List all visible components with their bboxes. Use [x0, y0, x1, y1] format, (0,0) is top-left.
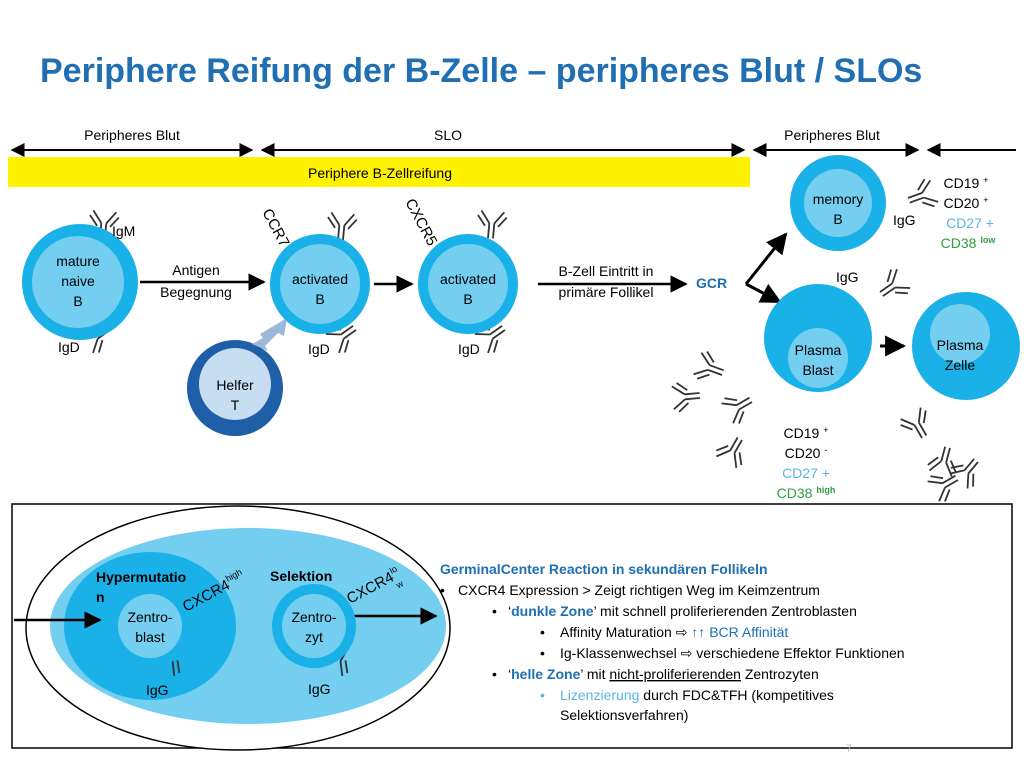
svg-text:Blast: Blast: [802, 362, 833, 378]
label-igm: IgM: [112, 223, 135, 239]
svg-text:•: •: [540, 645, 545, 661]
svg-text:B: B: [73, 293, 82, 309]
svg-text:CD38 low: CD38 low: [941, 235, 997, 251]
svg-text:•: •: [492, 603, 497, 619]
svg-text:n: n: [96, 589, 105, 605]
svg-text:B: B: [463, 291, 472, 307]
svg-text:blast: blast: [135, 629, 165, 645]
svg-text:mature: mature: [56, 253, 100, 269]
banner-label: Periphere B-Zellreifung: [308, 165, 452, 181]
svg-text:Zelle: Zelle: [945, 357, 976, 373]
svg-text:memory: memory: [813, 191, 864, 207]
cell-plasmablast: Plasma Blast IgG: [670, 265, 913, 471]
svg-text:Helfer: Helfer: [216, 377, 254, 393]
arrow-to-plasmablast: [745, 282, 782, 304]
label-igd-3: IgD: [458, 341, 480, 357]
markers-plasma: CD19 + CD20 - CD27 + CD38 high: [777, 425, 836, 501]
gc-text-panel: GerminalCenter Reaction in sekundären Fo…: [440, 561, 905, 723]
svg-text:B: B: [315, 291, 324, 307]
label-igg-memory: IgG: [893, 212, 916, 228]
svg-text:Zentro-: Zentro-: [291, 609, 336, 625]
svg-text:naive: naive: [61, 273, 95, 289]
cell-helfer-t: Helfer T: [187, 340, 283, 436]
label-igd-2: IgD: [308, 341, 330, 357]
svg-text:•: •: [540, 624, 545, 640]
label-igg-zentroblast: IgG: [146, 682, 169, 698]
banner-periphere-b-zellreifung: [8, 157, 750, 187]
gc-sub-1: ‘dunkle Zone’ mit schnell proliferierend…: [508, 603, 857, 619]
svg-text:Selektion: Selektion: [270, 568, 332, 584]
svg-text:CD27 +: CD27 +: [782, 465, 830, 481]
svg-text:activated: activated: [440, 271, 496, 287]
svg-text:•: •: [492, 666, 497, 682]
svg-text:CD19 +: CD19 +: [784, 425, 829, 441]
arrow-to-memory: [744, 232, 788, 285]
svg-text:CD19 +: CD19 +: [944, 175, 989, 191]
germinal-center-panel: Hypermutatio n Selektion Zentro- blast I…: [11, 503, 1013, 751]
svg-text:CD20 -: CD20 -: [785, 445, 828, 461]
gc-sub-1a: Affinity Maturation ⇨ ↑↑ BCR Affinität: [560, 624, 788, 640]
svg-text:CD38 high: CD38 high: [777, 485, 836, 501]
gc-sub-2: ‘helle Zone’ mit nicht-proliferierenden …: [508, 666, 819, 682]
svg-text:Plasma: Plasma: [795, 342, 842, 358]
label-bzell-1: B-Zell Eintritt in: [559, 263, 654, 279]
gc-heading: GerminalCenter Reaction in sekundären Fo…: [440, 561, 768, 577]
svg-text:CD20 +: CD20 +: [944, 195, 989, 211]
label-igg-plasmablast: IgG: [836, 269, 859, 285]
svg-text:B: B: [833, 211, 842, 227]
svg-text:Zentro-: Zentro-: [127, 609, 172, 625]
label-peripheres-blut-left: Peripheres Blut: [84, 127, 180, 143]
label-igd-1: IgD: [58, 339, 80, 355]
label-peripheres-blut-right: Peripheres Blut: [784, 127, 880, 143]
svg-text:•: •: [540, 687, 545, 703]
slide-title: Periphere Reifung der B-Zelle – peripher…: [40, 52, 923, 90]
svg-text:T: T: [231, 397, 240, 413]
gc-bullet-1: CXCR4 Expression > Zeigt richtigen Weg i…: [458, 582, 820, 598]
label-slo: SLO: [434, 127, 462, 143]
label-igg-zentrozyt: IgG: [308, 681, 331, 697]
helper-interaction-arrow: [252, 318, 287, 351]
cell-activated-b-2: activated B CXCR5 IgD: [401, 196, 518, 357]
gc-sub-2a: Lizenzierung durch FDC&TFH (kompetitives: [560, 687, 834, 703]
label-antigen-1: Antigen: [172, 262, 219, 278]
svg-text:Hypermutatio: Hypermutatio: [96, 569, 186, 585]
label-cxcr5: CXCR5: [401, 196, 440, 249]
label-bzell-2: primäre Follikel: [559, 284, 654, 300]
cell-memory-b: memory B IgG: [790, 155, 941, 251]
label-gcr: GCR: [696, 275, 727, 291]
gc-sub-2a-line2: Selektionsverfahren): [560, 707, 688, 723]
cell-plasmazelle: Plasma Zelle: [897, 292, 1020, 505]
svg-text:Plasma: Plasma: [937, 337, 984, 353]
page-number: 7: [846, 743, 852, 755]
timeline: Peripheres Blut SLO Peripheres Blut Peri…: [8, 127, 1016, 187]
gc-sub-1b: Ig-Klassenwechsel ⇨ verschiedene Effekto…: [560, 645, 905, 661]
markers-memory: CD19 + CD20 + CD27 + CD38 low: [941, 175, 997, 251]
svg-text:zyt: zyt: [305, 629, 323, 645]
label-ccr7: CCR7: [258, 206, 292, 250]
label-antigen-2: Begegnung: [160, 284, 232, 300]
svg-text:•: •: [440, 582, 445, 598]
cell-mature-naive-b: mature naive B IgM IgD: [22, 209, 138, 357]
svg-text:CD27 +: CD27 +: [946, 215, 994, 231]
svg-text:activated: activated: [292, 271, 348, 287]
